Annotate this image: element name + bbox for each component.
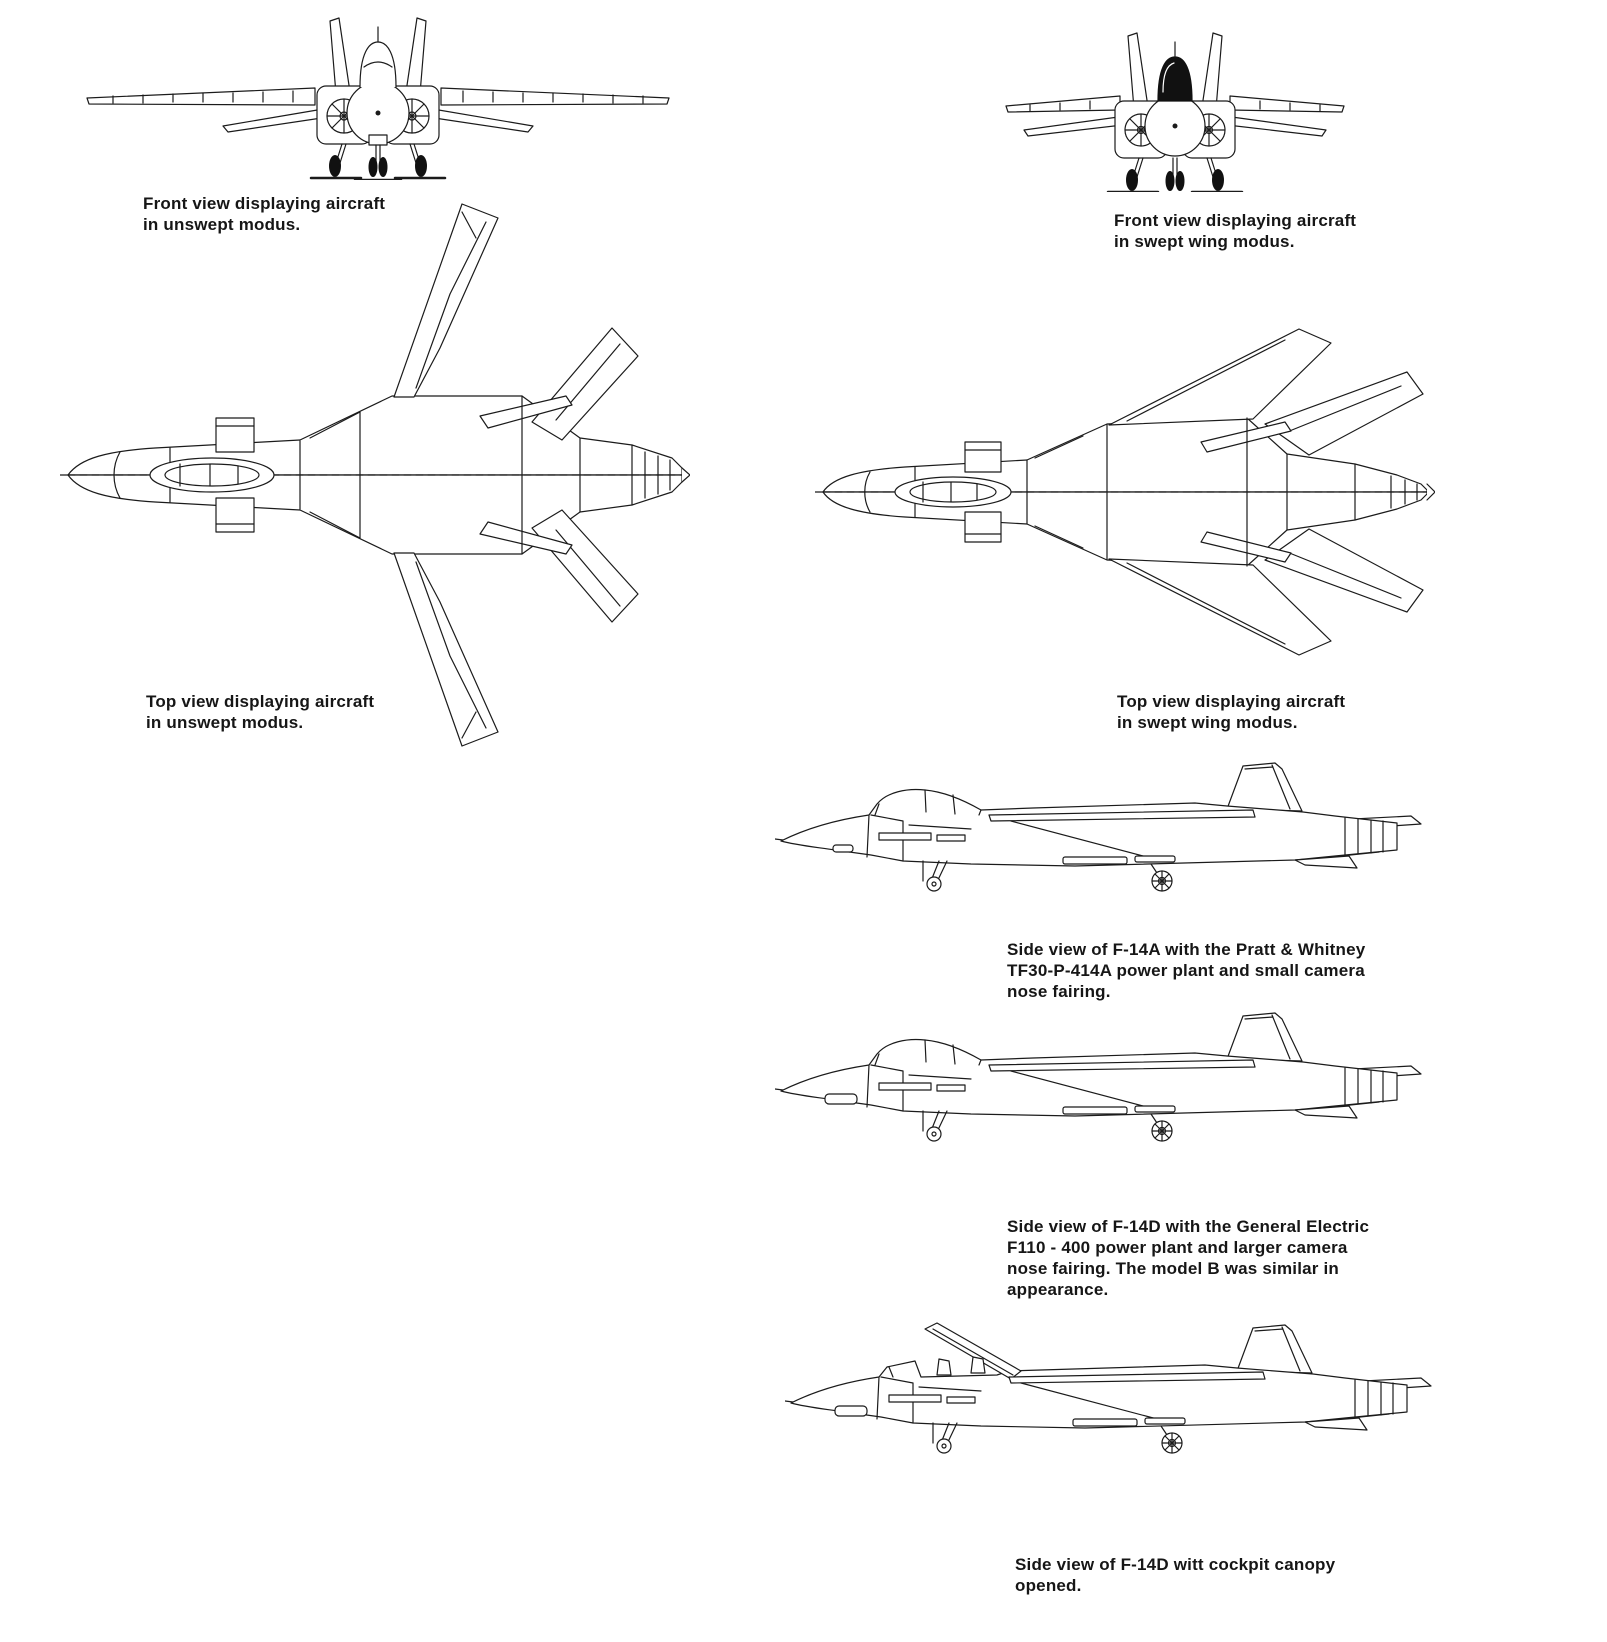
top-view-unswept-drawing (60, 190, 690, 785)
caption-side-f14a: Side view of F-14A with the Pratt & Whit… (1007, 940, 1366, 1001)
side-view-f14d-drawing (775, 1007, 1425, 1142)
caption-front-swept: Front view displaying aircraft in swept … (1114, 211, 1357, 251)
front-view-unswept-drawing (83, 5, 673, 180)
caption-top-swept: Top view displaying aircraft in swept wi… (1117, 692, 1346, 732)
caption-top-unswept: Top view displaying aircraft in unswept … (146, 692, 375, 732)
caption-side-f14d-open: Side view of F-14D witt cockpit canopy o… (1015, 1555, 1336, 1595)
caption-side-f14d: Side view of F-14D with the General Elec… (1007, 1217, 1370, 1299)
caption-front-unswept: Front view displaying aircraft in unswep… (143, 194, 386, 234)
side-view-f14a-drawing (775, 757, 1425, 892)
top-view-swept-drawing (815, 312, 1435, 677)
side-view-f14d-open-canopy-drawing (785, 1295, 1435, 1460)
front-view-swept-drawing (1000, 22, 1350, 192)
